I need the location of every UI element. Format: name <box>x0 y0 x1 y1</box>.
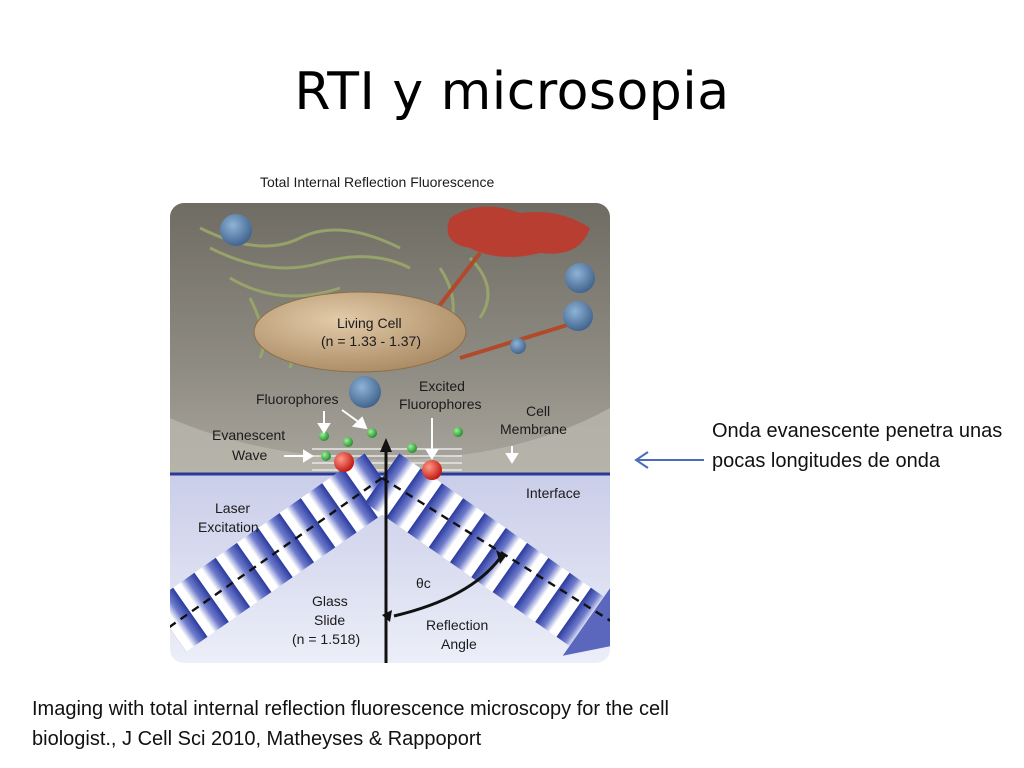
label-glass-2: Slide <box>314 612 345 628</box>
vesicle <box>349 376 381 408</box>
label-cell-membrane-1: Cell <box>526 403 550 419</box>
label-glass-1: Glass <box>312 593 348 609</box>
fluorophore <box>367 428 377 438</box>
label-evanescent-1: Evanescent <box>212 427 285 443</box>
vesicle <box>563 301 593 331</box>
label-excited-2: Fluorophores <box>399 396 482 412</box>
label-theta: θc <box>416 575 431 591</box>
label-laser-1: Laser <box>215 500 250 516</box>
living-cell-nucleus <box>253 291 467 373</box>
label-interface: Interface <box>526 485 581 501</box>
fluorophore <box>319 431 329 441</box>
label-laser-2: Excitation <box>198 519 259 535</box>
note-arrow-icon <box>634 451 704 469</box>
label-evanescent-2: Wave <box>232 447 267 463</box>
excited-fluorophore <box>422 460 442 480</box>
label-fluorophores: Fluorophores <box>256 391 339 407</box>
annotation-note: Onda evanescente penetra unas pocas long… <box>712 420 1003 472</box>
label-cell-index: (n = 1.33 - 1.37) <box>321 333 421 349</box>
fluorophore <box>343 437 353 447</box>
label-cell-membrane-2: Membrane <box>500 421 567 437</box>
fluorophore <box>453 427 463 437</box>
vesicle <box>220 214 252 246</box>
label-glass-3: (n = 1.518) <box>292 631 360 647</box>
excited-fluorophore <box>334 452 354 472</box>
figure-header: Total Internal Reflection Fluorescence <box>260 174 494 190</box>
label-living-cell: Living Cell <box>337 315 402 331</box>
red-protein <box>447 206 590 257</box>
incident-axis <box>170 477 383 629</box>
label-reflection-1: Reflection <box>426 617 488 633</box>
reflected-axis <box>381 476 610 635</box>
reflection-angle-arc <box>393 557 502 618</box>
citation: Imaging with total internal reflection f… <box>32 698 669 750</box>
laser-beam-reflected <box>364 453 610 656</box>
pointer-arrows <box>284 409 519 464</box>
vesicle <box>565 263 595 293</box>
tirf-diagram-svg: Total Internal Reflection Fluorescence <box>170 174 610 663</box>
fluorophore <box>407 443 417 453</box>
slide-title: RTI y microsopia <box>294 62 730 122</box>
label-excited-1: Excited <box>419 378 465 394</box>
tirf-diagram: Total Internal Reflection Fluorescence <box>140 168 640 668</box>
label-reflection-2: Angle <box>441 636 477 652</box>
vesicle <box>510 338 526 354</box>
fluorophore <box>321 451 331 461</box>
